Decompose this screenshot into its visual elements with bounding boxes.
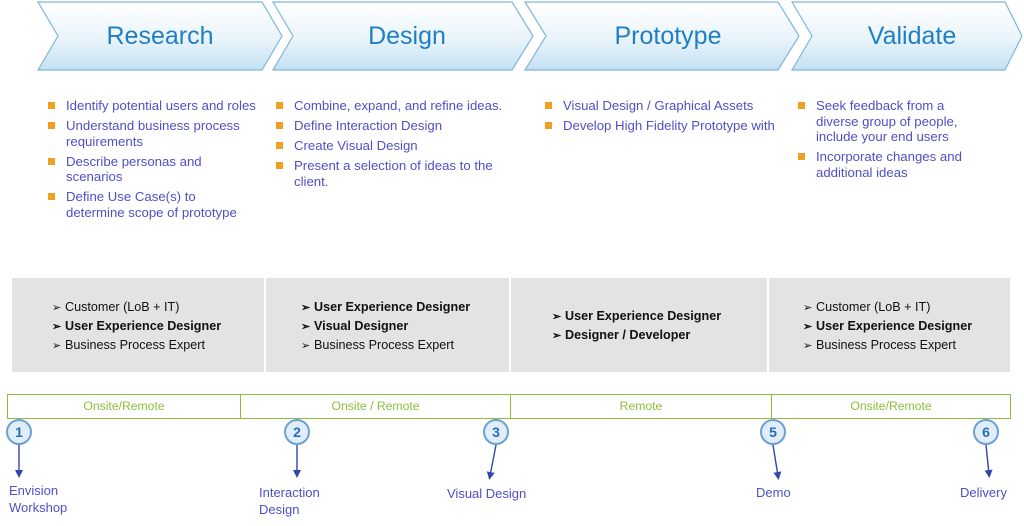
roles-divider <box>264 278 266 372</box>
phase-title-validate: Validate <box>867 22 957 50</box>
milestone-marker: 5 <box>760 419 786 445</box>
arrow-right-icon: ➢ <box>552 311 562 323</box>
role-item: ➢Business Process Expert <box>52 336 221 355</box>
milestone-marker: 3 <box>483 419 509 445</box>
engagement-label: Remote <box>619 399 663 413</box>
list-item: Present a selection of ideas to the clie… <box>274 158 524 189</box>
arrow-right-icon: ➢ <box>301 321 311 333</box>
timeline-segment <box>771 394 1011 419</box>
arrow-right-icon: ➢ <box>803 302 813 314</box>
role-item: ➢Customer (LoB + IT) <box>803 298 972 317</box>
phase-title-prototype: Prototype <box>614 22 722 50</box>
list-item: Define Use Case(s) to determine scope of… <box>46 189 258 220</box>
engagement-label: Onsite/Remote <box>83 399 165 413</box>
role-item: ➢Business Process Expert <box>301 336 470 355</box>
milestone-label: Envision Workshop <box>9 483 68 515</box>
research-roles: ➢Customer (LoB + IT) ➢User Experience De… <box>52 298 221 355</box>
bullet-square-icon <box>48 193 55 200</box>
research-activities: Identify potential users and roles Under… <box>46 98 258 225</box>
list-item: Describe personas and scenarios <box>46 154 258 185</box>
chevron-validate <box>790 1 1023 71</box>
list-item: Create Visual Design <box>274 138 524 154</box>
prototype-activities: Visual Design / Graphical Assets Develop… <box>543 98 783 138</box>
phase-title-research: Research <box>106 22 214 50</box>
phase-chevrons <box>36 1 1023 71</box>
arrow-right-icon: ➢ <box>301 340 311 352</box>
milestone-marker: 1 <box>6 419 32 445</box>
arrow-right-icon: ➢ <box>301 302 311 314</box>
arrow-right-icon: ➢ <box>552 330 562 342</box>
design-activities: Combine, expand, and refine ideas. Defin… <box>274 98 524 194</box>
list-item: Develop High Fidelity Prototype with <box>543 118 783 134</box>
bullet-square-icon <box>276 122 283 129</box>
bullet-square-icon <box>276 162 283 169</box>
milestone-label: Demo <box>756 485 791 500</box>
role-item: ➢User Experience Designer <box>803 317 972 336</box>
roles-divider <box>767 278 769 372</box>
bullet-square-icon <box>798 102 805 109</box>
list-item: Visual Design / Graphical Assets <box>543 98 783 114</box>
bullet-square-icon <box>48 102 55 109</box>
engagement-label: Onsite/Remote <box>850 399 932 413</box>
roles-band <box>12 278 1010 372</box>
role-item: ➢Visual Designer <box>301 317 470 336</box>
list-item: Combine, expand, and refine ideas. <box>274 98 524 114</box>
roles-divider <box>509 278 511 372</box>
validate-roles: ➢Customer (LoB + IT) ➢User Experience De… <box>803 298 972 355</box>
role-item: ➢User Experience Designer <box>301 298 470 317</box>
bullet-square-icon <box>798 153 805 160</box>
prototype-roles: ➢User Experience Designer ➢Designer / De… <box>552 307 721 345</box>
milestone-marker: 2 <box>284 419 310 445</box>
arrow-right-icon: ➢ <box>803 321 813 333</box>
milestone-label: Delivery <box>960 485 1007 500</box>
chevron-design <box>271 1 534 71</box>
list-item: Identify potential users and roles <box>46 98 258 114</box>
list-item: Understand business process requirements <box>46 118 258 149</box>
arrow-right-icon: ➢ <box>52 321 62 333</box>
milestone-label: Visual Design <box>447 486 527 501</box>
design-roles: ➢User Experience Designer ➢Visual Design… <box>301 298 470 355</box>
chevron-research <box>36 1 283 71</box>
list-item: Define Interaction Design <box>274 118 524 134</box>
role-item: ➢User Experience Designer <box>52 317 221 336</box>
role-item: ➢Business Process Expert <box>803 336 972 355</box>
list-item: Incorporate changes and additional ideas <box>796 149 982 180</box>
arrow-down-icon <box>772 444 782 480</box>
role-item: ➢User Experience Designer <box>552 307 721 326</box>
milestone-label: Interaction Design <box>259 485 320 517</box>
arrow-right-icon: ➢ <box>803 340 813 352</box>
bullet-square-icon <box>545 122 552 129</box>
chevron-prototype <box>523 1 800 71</box>
validate-activities: Seek feedback from a diverse group of pe… <box>796 98 982 185</box>
role-item: ➢Customer (LoB + IT) <box>52 298 221 317</box>
engagement-label: Onsite / Remote <box>331 399 420 413</box>
bullet-square-icon <box>48 122 55 129</box>
role-item: ➢Designer / Developer <box>552 326 721 345</box>
bullet-square-icon <box>276 102 283 109</box>
arrow-down-icon <box>984 444 993 478</box>
phase-title-design: Design <box>368 22 446 50</box>
bullet-square-icon <box>545 102 552 109</box>
milestone-marker: 6 <box>973 419 999 445</box>
list-item: Seek feedback from a diverse group of pe… <box>796 98 982 145</box>
bullet-square-icon <box>276 142 283 149</box>
arrow-right-icon: ➢ <box>52 340 62 352</box>
arrow-right-icon: ➢ <box>52 302 62 314</box>
bullet-square-icon <box>48 157 55 165</box>
arrow-down-icon <box>486 444 497 480</box>
